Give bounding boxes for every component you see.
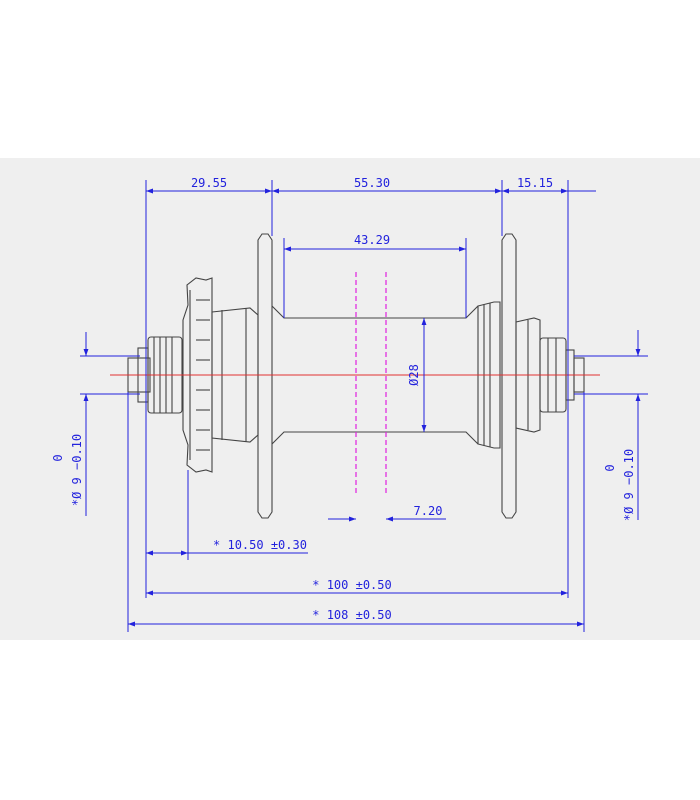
dim-flange-spacing: 55.30 <box>354 176 390 190</box>
dim-over-locknut: * 100 ±0.50 <box>312 578 391 592</box>
hub-shell <box>271 305 479 319</box>
right-flange <box>501 233 517 519</box>
dim-left-axle-upper: 0 <box>51 454 65 461</box>
dim-overall-length: * 108 ±0.50 <box>312 608 391 622</box>
dim-flange-width: 7.20 <box>414 504 443 518</box>
dim-right-axle-upper: 0 <box>603 464 617 471</box>
dim-right-flange-offset: 15.15 <box>517 176 553 190</box>
dim-left-axle-diameter: *Ø 9 −0.10 <box>70 434 84 506</box>
dimensions <box>80 180 648 632</box>
dim-shell-diameter: Ø28 <box>407 364 421 386</box>
dim-right-axle-diameter: *Ø 9 −0.10 <box>622 449 636 521</box>
rotor-mount <box>182 277 213 473</box>
left-flange <box>257 233 273 519</box>
dim-shell-length: 43.29 <box>354 233 390 247</box>
dim-left-flange-offset: 29.55 <box>191 176 227 190</box>
dim-rotor-offset: * 10.50 ±0.30 <box>213 538 307 552</box>
sheet-background <box>0 158 700 640</box>
